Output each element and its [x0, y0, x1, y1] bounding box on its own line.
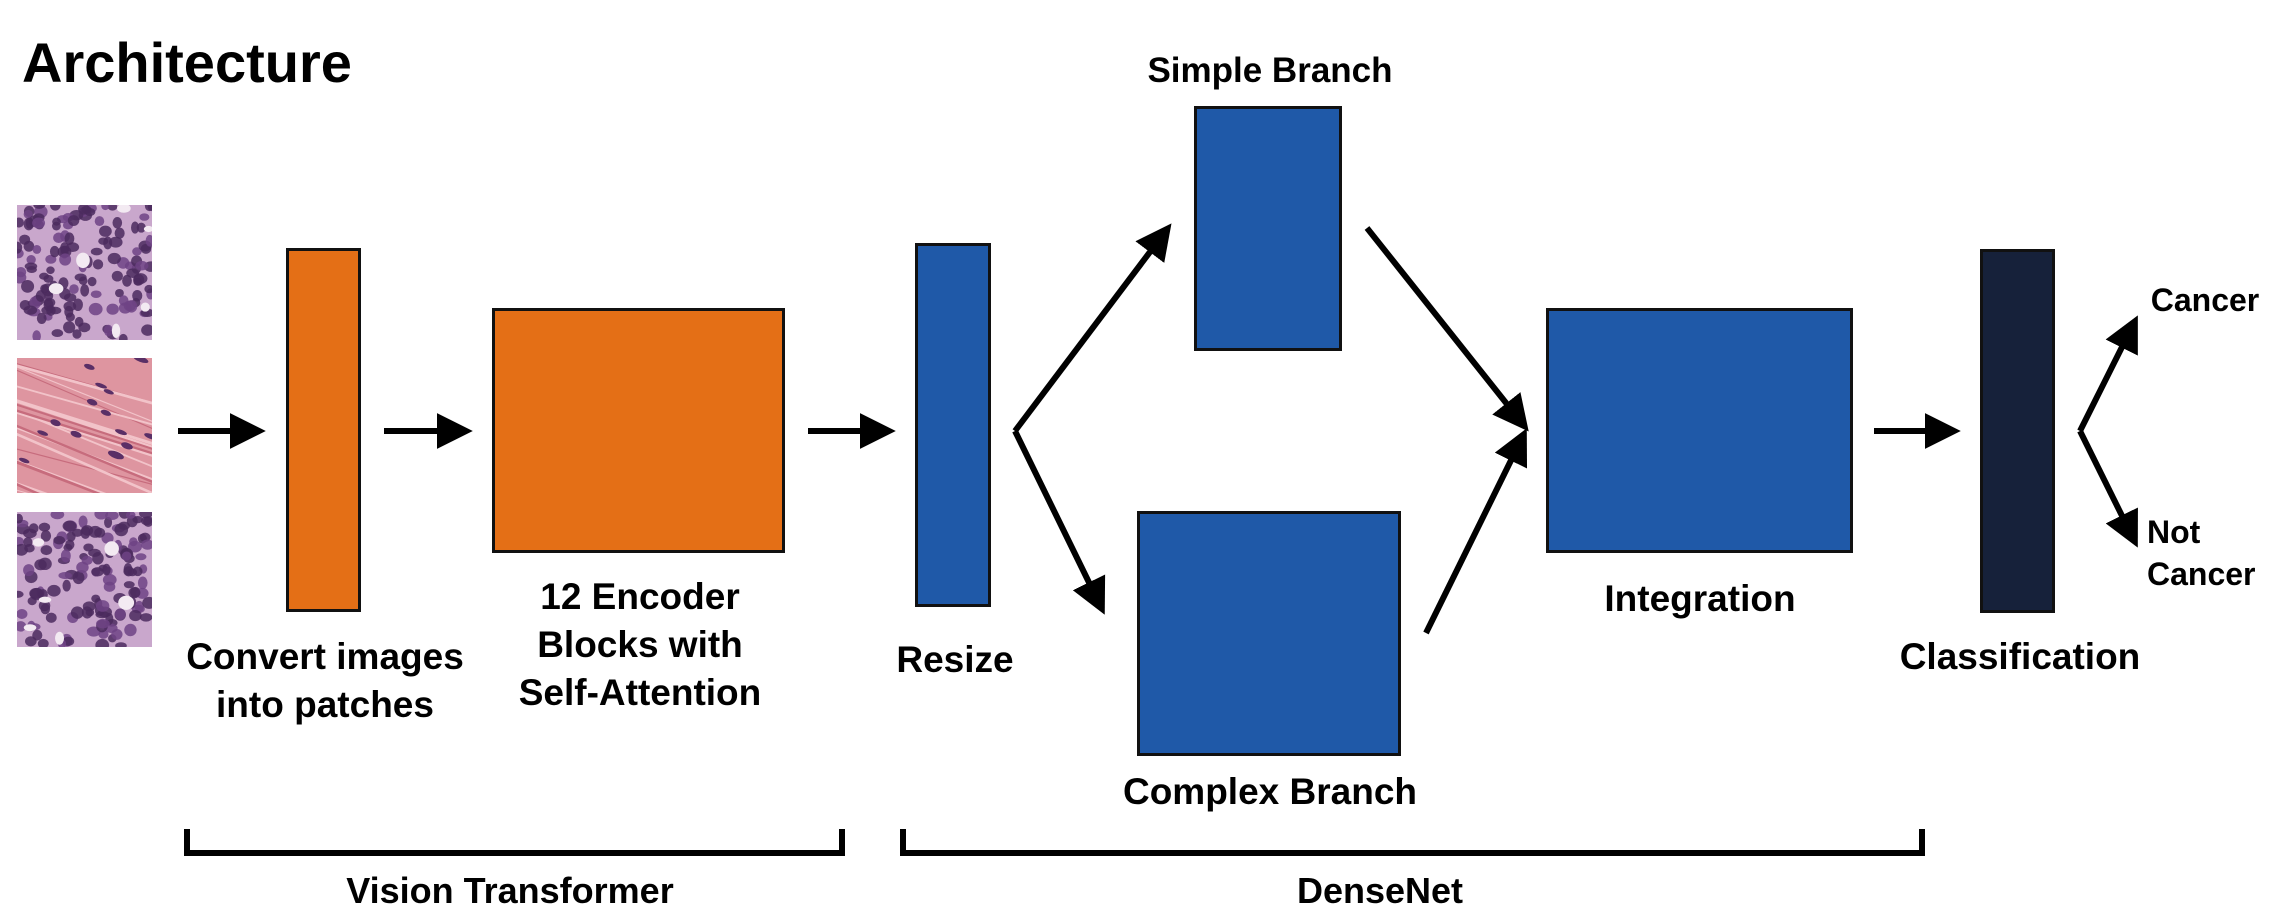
integration-block	[1546, 308, 1853, 553]
classification-label: Classification	[1899, 636, 2141, 677]
page-title: Architecture	[22, 31, 352, 94]
histology-tile-3	[17, 512, 152, 647]
densenet-label: DenseNet	[1296, 870, 1464, 911]
cancer-label: Cancer	[2150, 282, 2260, 318]
arrow-resize-to-simple	[1012, 223, 1172, 433]
not-cancer-label: Not Cancer	[2147, 512, 2277, 595]
arrow-complex-to-integration	[1423, 428, 1528, 635]
complex-branch-label: Complex Branch	[1122, 771, 1417, 812]
resize-block	[915, 243, 991, 607]
classification-block	[1980, 249, 2055, 613]
patches-label-line1: Convert images	[186, 636, 464, 677]
resize-label: Resize	[896, 639, 1014, 680]
patches-label-line2: into patches	[216, 684, 434, 726]
encoder-label-line3: Self-Attention	[518, 672, 762, 714]
vision-transformer-label: Vision Transformer	[346, 870, 674, 911]
patches-block	[286, 248, 361, 612]
arrow-simple-to-integration	[1364, 226, 1529, 432]
not-cancer-label-line2: Cancer	[2147, 555, 2256, 592]
simple-branch-block	[1194, 106, 1342, 351]
simple-branch-label: Simple Branch	[1147, 51, 1393, 90]
patches-label: Convert images into patches	[160, 633, 490, 729]
arrow-to-cancer	[2077, 315, 2138, 433]
arrow-to-not-cancer	[2077, 429, 2138, 548]
encoder-block	[492, 308, 785, 553]
encoder-label-line2: Blocks with	[537, 624, 743, 666]
complex-branch-block	[1137, 511, 1401, 756]
not-cancer-label-line1: Not	[2147, 514, 2201, 550]
integration-label: Integration	[1604, 578, 1796, 619]
histology-tile-2	[17, 358, 152, 493]
bracket-densenet	[900, 829, 1925, 856]
bracket-vision-transformer	[184, 829, 845, 856]
encoder-label: 12 Encoder Blocks with Self-Attention	[480, 573, 800, 717]
arrow-resize-to-complex	[1012, 429, 1106, 615]
encoder-label-line1: 12 Encoder	[540, 576, 740, 617]
histology-tile-1	[17, 205, 152, 340]
